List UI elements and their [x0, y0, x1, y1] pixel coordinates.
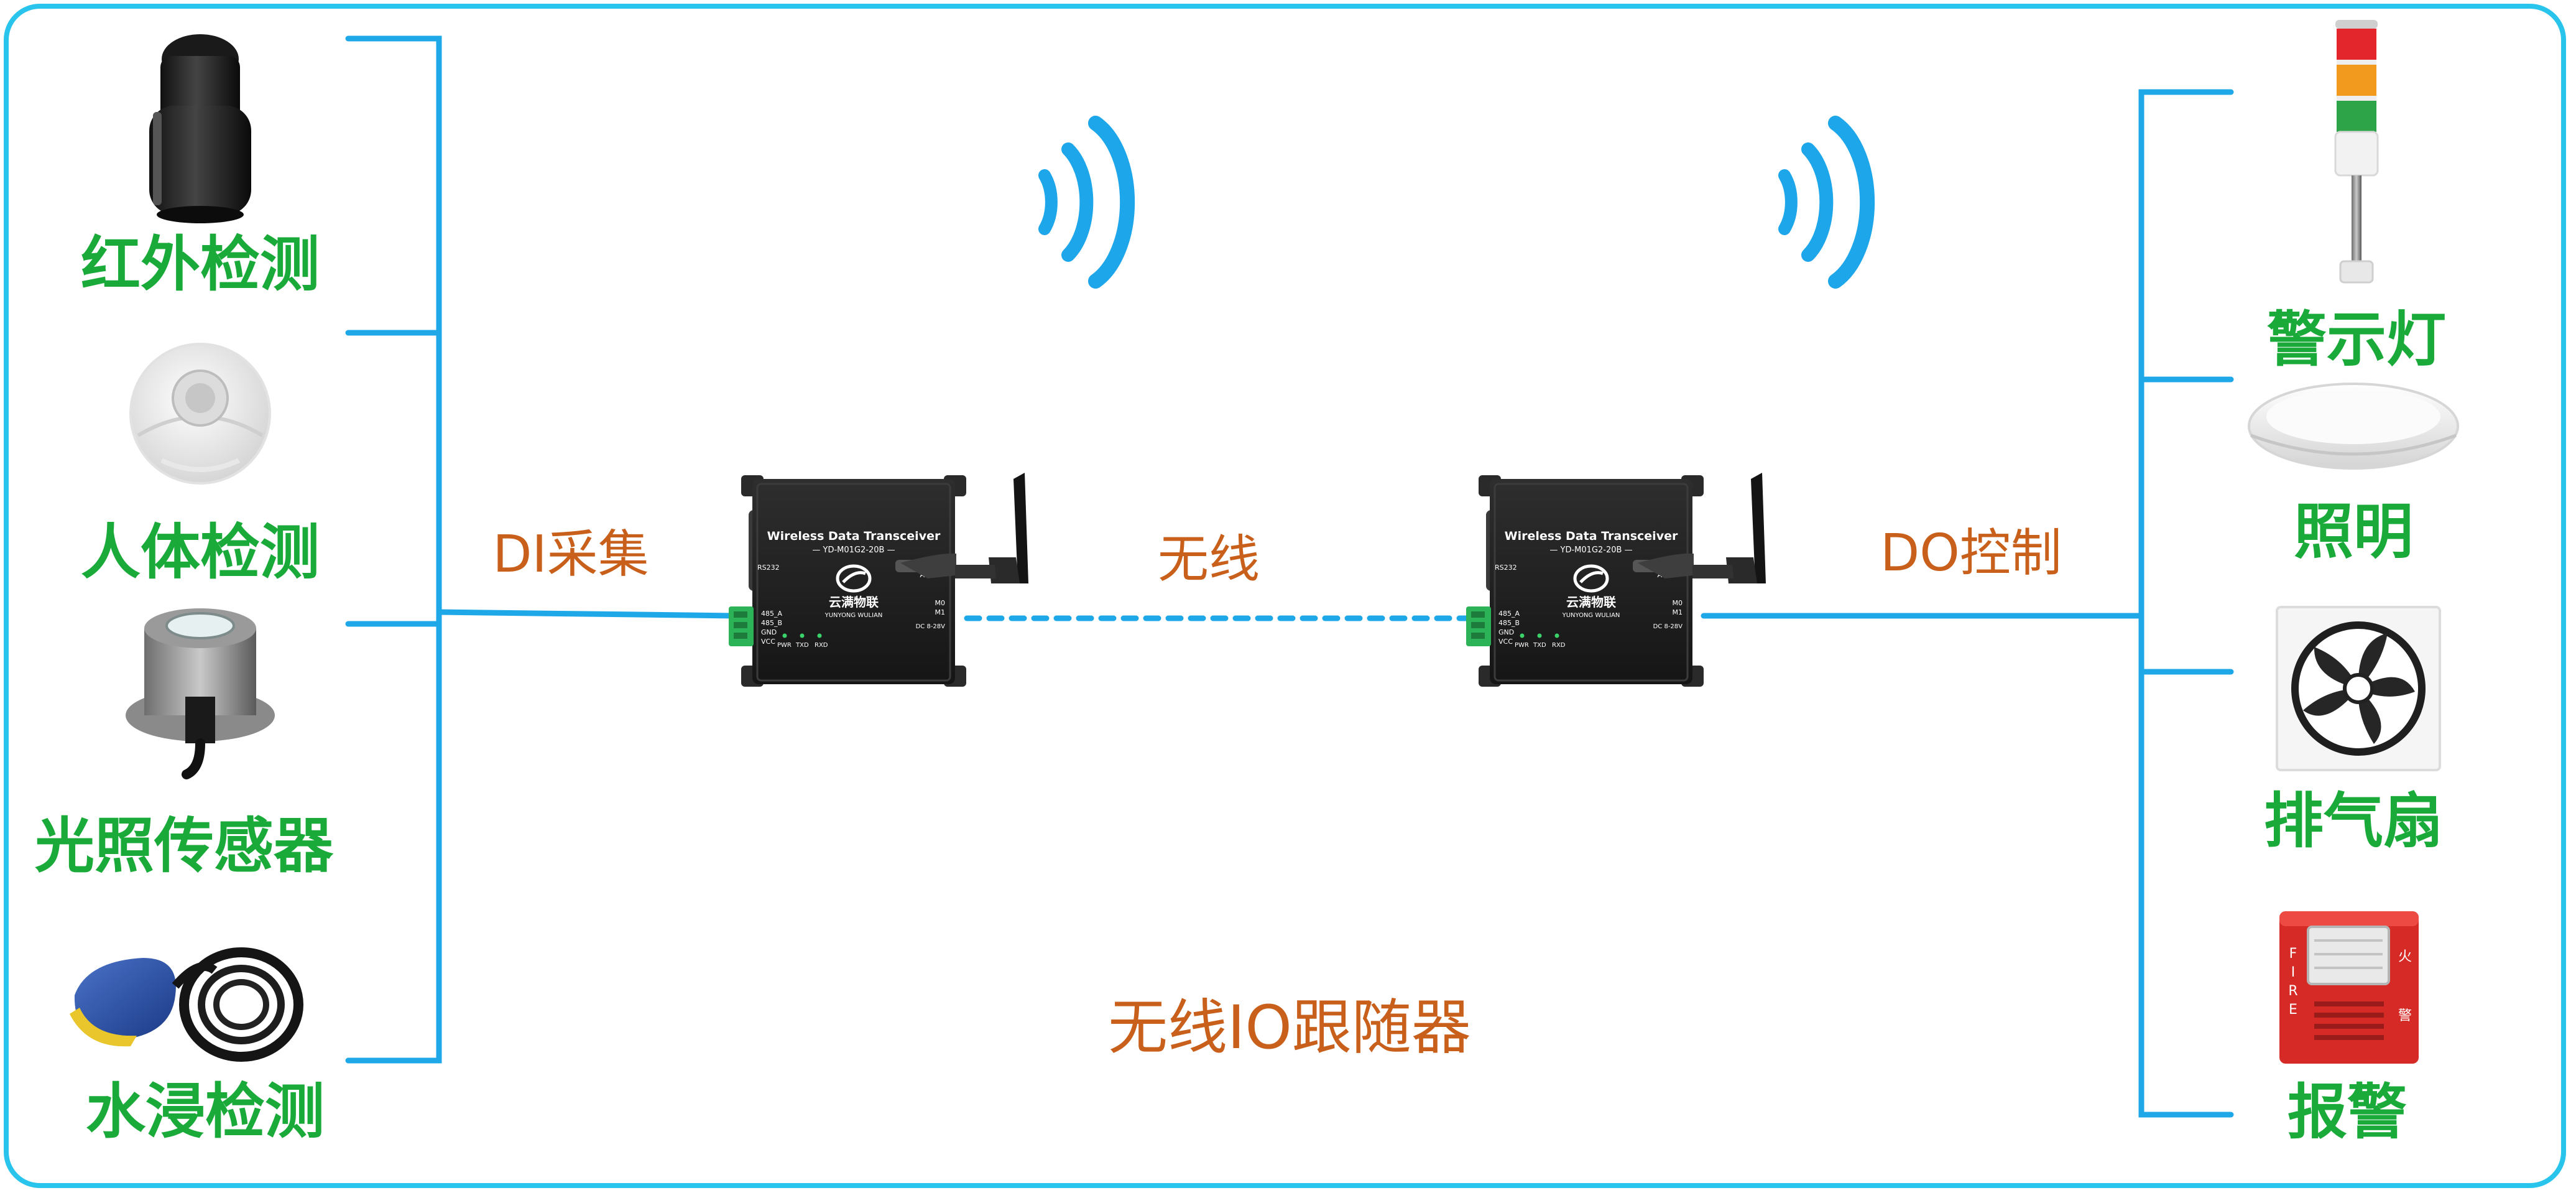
sensor-label-light: 光照传感器 — [35, 811, 333, 881]
fire-cn-top: 火 — [2398, 949, 2412, 965]
port-gnd: GND — [761, 628, 777, 636]
wireless-label: 无线 — [1157, 530, 1260, 589]
pir-motion-sensor-icon — [129, 343, 271, 485]
port-485b: 485_B — [761, 619, 782, 627]
device-model: — YD-M01G2-20B — — [1549, 546, 1632, 555]
device-brand: 云满物联 — [1566, 595, 1616, 610]
actuator-label-alarm: 报警 — [2287, 1077, 2407, 1147]
infrared-beam-detector-icon — [149, 34, 251, 223]
wireless-signal-icon — [1038, 116, 1135, 289]
led-rxd: RXD — [1552, 642, 1566, 649]
led-txd: TXD — [795, 642, 809, 649]
port-m0: M0 — [1673, 599, 1683, 607]
ceiling-lamp-icon — [2248, 383, 2459, 470]
water-float-switch-icon — [70, 947, 303, 1062]
port-485a: 485_A — [1498, 610, 1520, 618]
sensor-label-infrared: 红外检测 — [81, 230, 320, 299]
actuator-label-warning-light: 警示灯 — [2267, 305, 2446, 374]
led-pwr: PWR — [1515, 642, 1529, 649]
actuator-label-lighting: 照明 — [2294, 497, 2413, 567]
sensor-bracket — [345, 35, 442, 1064]
port-vcc: VCC — [1498, 638, 1513, 646]
transceiver-device-left: Wireless Data Transceiver — YD-M01G2-20B… — [729, 473, 1028, 687]
di-link-line — [436, 609, 737, 619]
led-pwr: PWR — [777, 642, 792, 649]
device-header: Wireless Data Transceiver — [767, 529, 941, 543]
diagram-title: 无线IO跟随器 — [1108, 993, 1471, 1062]
port-rs232: RS232 — [757, 564, 780, 572]
light-sensor-icon — [126, 608, 275, 779]
port-rs232: RS232 — [1495, 564, 1517, 572]
led-rxd: RXD — [815, 642, 828, 649]
port-485b: 485_B — [1498, 619, 1520, 627]
port-m1: M1 — [935, 608, 946, 616]
transceiver-device-right: Wireless Data Transceiver — YD-M01G2-20B… — [1466, 473, 1766, 687]
wireless-signal-icon — [1778, 116, 1875, 289]
exhaust-fan-icon — [2276, 606, 2441, 771]
port-m0: M0 — [935, 599, 946, 607]
sensor-label-human: 人体检测 — [81, 518, 320, 587]
diagram-frame — [4, 4, 2566, 1188]
port-dc: DC 8-28V — [1653, 623, 1683, 630]
device-header: Wireless Data Transceiver — [1505, 529, 1678, 543]
port-485a: 485_A — [761, 610, 782, 618]
actuator-bracket — [2138, 89, 2234, 1118]
sensor-label-water: 水浸检测 — [86, 1077, 325, 1146]
do-label: DO控制 — [1880, 524, 2062, 583]
signal-tower-light-icon — [2334, 20, 2379, 284]
device-model: — YD-M01G2-20B — — [812, 546, 895, 555]
device-brand-sub: YUNYONG WULIAN — [1562, 612, 1620, 619]
device-brand: 云满物联 — [829, 595, 879, 610]
port-vcc: VCC — [761, 638, 775, 646]
port-dc: DC 8-28V — [916, 623, 946, 630]
device-brand-sub: YUNYONG WULIAN — [824, 612, 883, 619]
di-label: DI采集 — [492, 525, 649, 584]
actuator-label-exhaust-fan: 排气扇 — [2264, 786, 2443, 856]
led-txd: TXD — [1533, 642, 1546, 649]
fire-cn-bottom: 警 — [2398, 1008, 2412, 1024]
port-gnd: GND — [1498, 628, 1514, 636]
port-m1: M1 — [1673, 608, 1683, 616]
